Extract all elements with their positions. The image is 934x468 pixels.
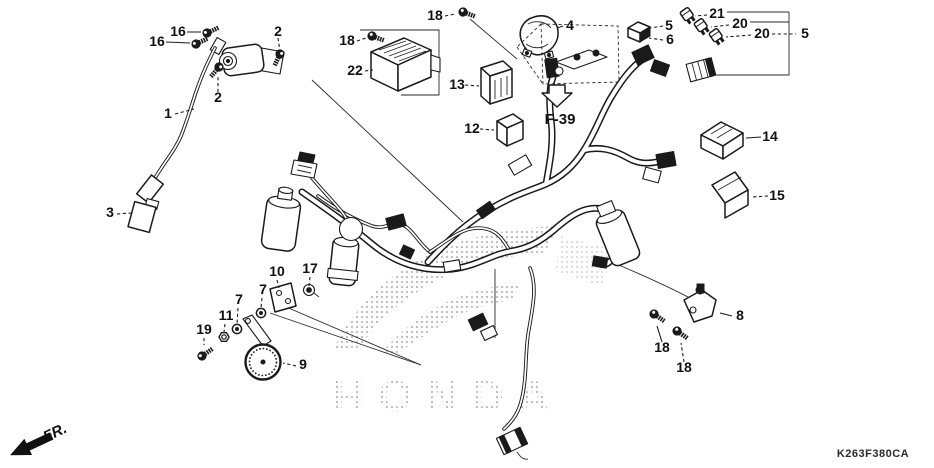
callout-10: 10 [269, 263, 285, 279]
sensor-bracket-8 [647, 283, 717, 343]
callout-18: 18 [654, 339, 670, 355]
spark-plug-cap [127, 174, 165, 234]
flange-bolt-18 [670, 324, 691, 343]
flange-bolt-18 [456, 5, 477, 22]
front-direction-indicator: FR. [10, 420, 70, 456]
flange-bolt-16 [200, 23, 221, 40]
callout-17: 17 [302, 260, 318, 276]
harness-clamp-ring [338, 216, 364, 242]
callout-18: 18 [339, 32, 355, 48]
coil-primary-connector [290, 151, 318, 179]
harness-connectors [385, 44, 717, 342]
relay-stay-dashed-box [516, 23, 620, 85]
condenser-canister-right [595, 200, 641, 267]
callout-4: 4 [566, 17, 574, 33]
high-tension-cord [153, 46, 217, 180]
bottom-connector [495, 426, 529, 460]
callout-leaders [116, 13, 796, 367]
front-arrow [10, 432, 54, 456]
fuse-holder [685, 57, 717, 83]
callout-19: 19 [196, 321, 212, 337]
fuse-box [365, 29, 441, 92]
fuse-21 [678, 6, 698, 26]
callout-18: 18 [427, 7, 443, 23]
callout-3: 3 [106, 204, 114, 220]
fuse-20 [707, 27, 727, 47]
flange-bolt-19 [195, 344, 216, 363]
relay-12 [496, 113, 524, 147]
ignition-coil-canister [326, 236, 360, 287]
callout-18: 18 [676, 359, 692, 375]
washer-7 [231, 323, 243, 335]
callout-2: 2 [274, 23, 282, 39]
relay-13 [480, 60, 513, 105]
horn [244, 343, 282, 381]
callout-5: 5 [665, 17, 673, 33]
callout-1: 1 [164, 105, 172, 121]
callout-labels: 16 16 2 2 1 3 18 22 18 4 13 12 5 6 21 20… [106, 5, 809, 375]
winker-relay [456, 5, 559, 60]
callout-9: 9 [299, 356, 307, 372]
flange-bolt-18 [365, 29, 386, 46]
ignition-coil-assembly [189, 23, 287, 81]
callout-7: 7 [235, 291, 243, 307]
callout-7: 7 [259, 281, 267, 297]
callout-22: 22 [347, 62, 363, 78]
horn-bracket [269, 282, 297, 313]
callout-14: 14 [762, 128, 778, 144]
connector-5-6 [627, 21, 651, 43]
section-ref-label: F-39 [545, 111, 576, 128]
callout-20: 20 [754, 25, 770, 41]
nut-11 [218, 332, 230, 342]
flange-bolt-18 [647, 307, 668, 326]
horn-assembly [195, 282, 320, 381]
front-label: FR. [41, 420, 70, 446]
diagram-code: K263F380CA [837, 448, 909, 460]
relay-14 [700, 121, 744, 160]
callout-2: 2 [214, 89, 222, 105]
callout-6: 6 [666, 31, 674, 47]
condenser-canister-left [260, 186, 302, 252]
callout-8: 8 [736, 307, 744, 323]
callout-5: 5 [801, 25, 809, 41]
callout-16: 16 [170, 23, 186, 39]
callout-11: 11 [219, 307, 234, 323]
washer-7 [255, 307, 267, 319]
section-ref-arrow [541, 84, 573, 108]
callout-21: 21 [709, 5, 725, 21]
fuse-20 [692, 17, 712, 37]
callout-20: 20 [732, 15, 748, 31]
callout-16: 16 [149, 33, 165, 49]
callout-13: 13 [449, 76, 465, 92]
watermark-text: HONDA [332, 372, 563, 421]
callout-12: 12 [464, 120, 480, 136]
relay-15 [711, 171, 749, 219]
callout-15: 15 [769, 187, 785, 203]
